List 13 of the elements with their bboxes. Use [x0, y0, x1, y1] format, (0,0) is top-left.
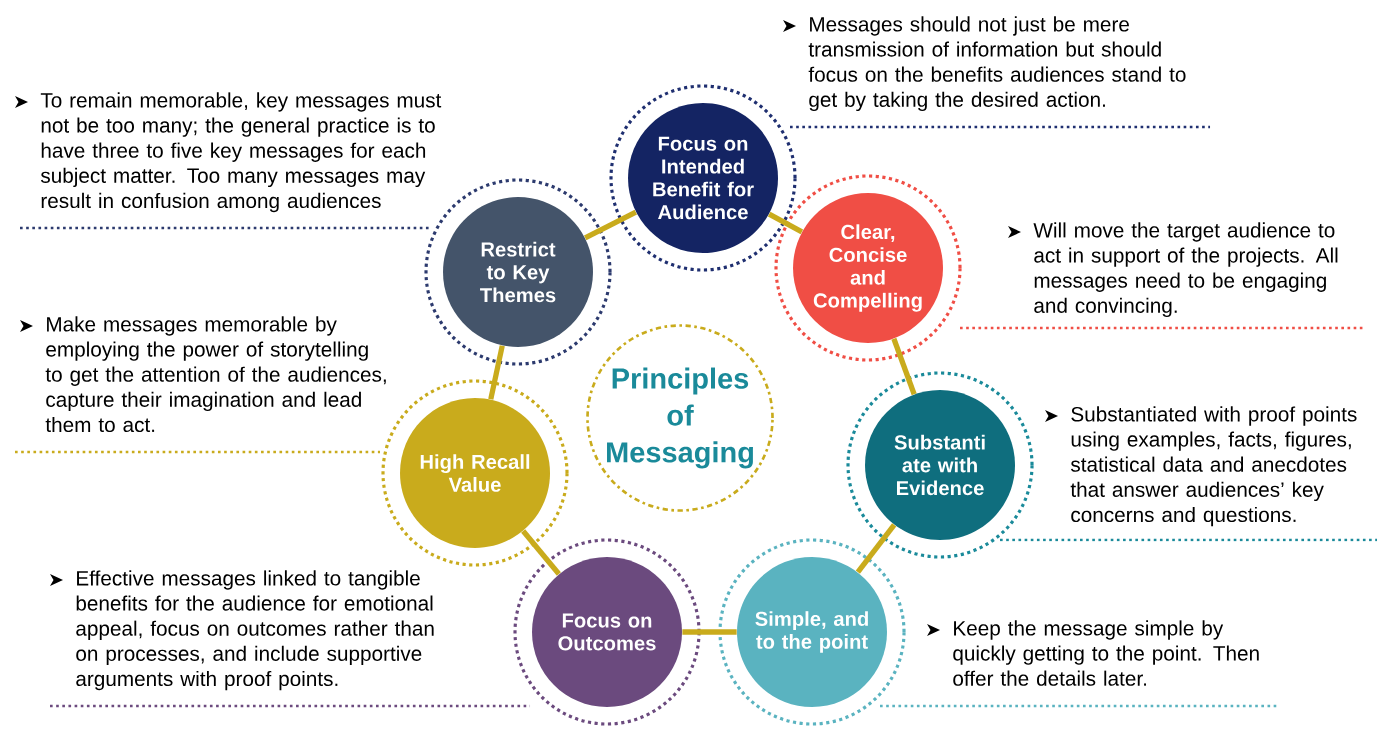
connector-line [855, 523, 897, 574]
connector-line [521, 529, 561, 576]
connector-line [488, 345, 505, 400]
note-text: Will move the target audience to act in support of the projects. All messages need to be engaging and convincing. [1033, 222, 1338, 318]
note-text: To remain memorable, key messages must not be too many; the general practice is to have three to five key messages for each subject matter. Too many messages may result in confusion among audiences [40, 92, 442, 213]
note-text: Effective messages linked to tangible benefits for the audience for emotional appeal, focus on outcomes rather than on processes, and include supportive arguments with proof points. [76, 570, 434, 691]
note-text: Keep the message simple by quickly getting to the point. Then offer the details later. [953, 620, 1259, 686]
note-text: Substantiated with proof points using examples, facts, figures, statistical data and anecdotes that answer audiences’ key concerns and questions. [1070, 406, 1357, 527]
connector-line [682, 629, 737, 635]
note-text: Make messages memorable by employing the power of storytelling to get the attention of the audiences, capture their imagination and lead them to act. [45, 316, 386, 433]
connector-line [891, 337, 917, 396]
connector-line [584, 209, 638, 241]
note-text: Messages should not just be mere transmission of information but should focus on the benefits audiences stand to get by taking the desired action. [808, 16, 1186, 112]
